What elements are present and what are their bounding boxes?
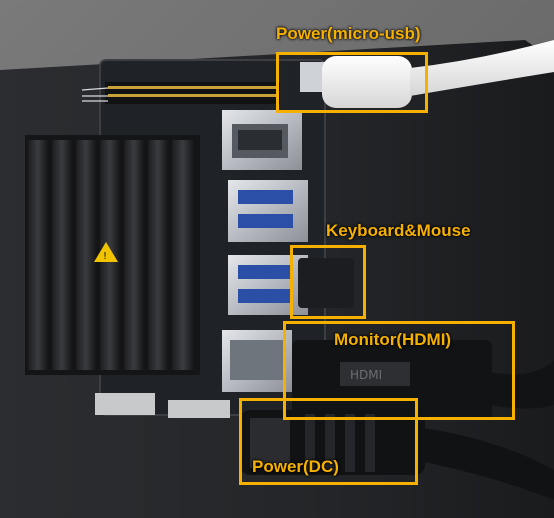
power-micro-usb-box (276, 52, 428, 113)
monitor-hdmi-box (283, 321, 515, 420)
monitor-hdmi-label: Monitor(HDMI) (334, 330, 452, 349)
hdmi-port (222, 330, 292, 392)
svg-text:!: ! (103, 251, 107, 262)
svg-text:HDMI: HDMI (350, 368, 382, 382)
heatsink: ! (25, 135, 200, 375)
micro-usb-plug (300, 40, 554, 108)
usb-port-bottom (228, 255, 308, 315)
dc-power-plug (240, 410, 554, 500)
power-dc-label: Power(DC) (252, 457, 339, 476)
power-dc-box (239, 398, 418, 485)
power-micro-usb-label: Power(micro-usb) (276, 24, 421, 43)
keyboard-dongle (298, 258, 354, 308)
ethernet-port (222, 110, 302, 170)
keyboard-mouse-box (290, 245, 366, 319)
bottom-connectors (95, 393, 230, 418)
keyboard-mouse-label: Keyboard&Mouse (326, 221, 471, 240)
warning-sticker (94, 242, 118, 262)
gpio-header (81, 82, 280, 104)
usb-port-top (228, 180, 308, 242)
